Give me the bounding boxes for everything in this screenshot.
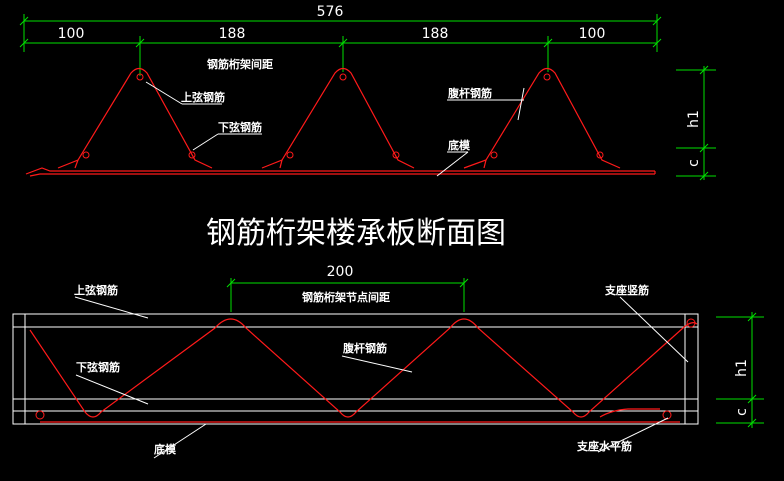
side-label-top-chord: 上弦钢筋 — [74, 283, 118, 297]
side-dim-c: c — [734, 408, 750, 416]
side-dim-h1: h1 — [734, 359, 750, 377]
side-end-circle-right — [662, 410, 672, 420]
side-frame — [12, 313, 699, 425]
side-dimension-200 — [226, 278, 469, 312]
top-trusses — [57, 67, 621, 169]
top-chord-circle-1 — [136, 73, 144, 81]
top-dimension-chain: 576 100 188 188 100 — [19, 4, 662, 76]
label-web-bar: 腹杆钢筋 — [448, 86, 492, 100]
side-side-dimensions — [716, 312, 764, 428]
top-base-plate — [25, 167, 656, 177]
side-top-circle — [686, 318, 696, 328]
side-label-base-plate: 底模 — [154, 442, 177, 456]
dim-total: 576 — [317, 4, 344, 20]
side-label-bottom-chord: 下弦钢筋 — [76, 360, 120, 374]
dim-seg-4: 100 — [579, 26, 606, 42]
dim-seg-3: 188 — [422, 26, 449, 42]
top-chord-circle-2 — [339, 73, 347, 81]
dim-seg-2: 188 — [219, 26, 246, 42]
top-dim-h1: h1 — [686, 110, 702, 128]
truss-1 — [57, 67, 213, 169]
label-truss-spacing: 钢筋桁架间距 — [207, 57, 273, 71]
truss-2 — [261, 67, 415, 169]
top-chord-circle-3 — [543, 73, 551, 81]
top-dim-c: c — [686, 159, 702, 167]
top-side-dimensions — [676, 65, 716, 181]
drawing-title: 钢筋桁架楼承板断面图 — [206, 216, 506, 251]
dim-seg-1: 100 — [58, 26, 85, 42]
label-base-plate: 底模 — [448, 138, 471, 152]
label-bottom-chord: 下弦钢筋 — [218, 120, 262, 134]
side-web-bar — [29, 318, 698, 418]
top-leaders — [145, 81, 525, 177]
dim-node-spacing: 200 — [327, 264, 354, 280]
side-label-node-spacing: 钢筋桁架节点间距 — [302, 290, 390, 304]
truss-3 — [463, 67, 621, 169]
side-end-circle-left — [35, 410, 45, 420]
label-top-chord: 上弦钢筋 — [181, 90, 225, 104]
side-label-web-bar: 腹杆钢筋 — [343, 341, 387, 355]
side-leaders — [74, 296, 689, 459]
side-label-support-vertical: 支座竖筋 — [604, 283, 649, 297]
side-label-support-horizontal: 支座水平筋 — [576, 439, 632, 453]
